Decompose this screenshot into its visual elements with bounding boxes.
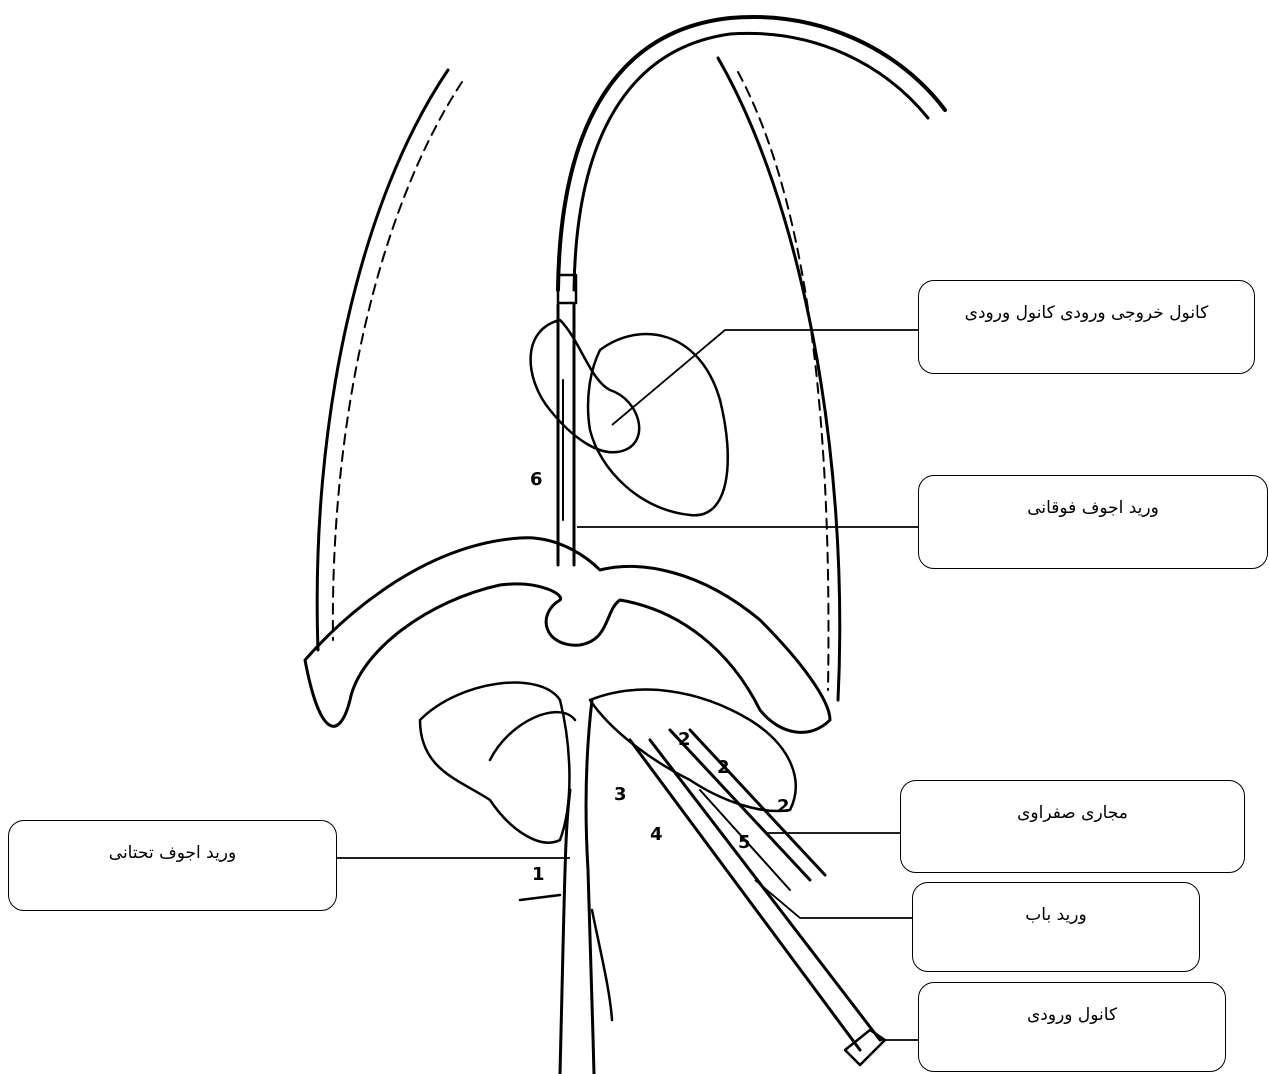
leader-cannula	[612, 330, 918, 425]
diagram-number-6: 6	[530, 469, 543, 490]
label-cannula-out-in-text: کانول خروجی ورودی کانول ورودی	[965, 303, 1209, 323]
diagram-number-3: 3	[614, 784, 627, 805]
heart-ventricle	[588, 334, 728, 515]
label-portal-vein: ورید باب	[912, 882, 1200, 972]
inlet-cannula-tube	[630, 740, 860, 1050]
label-biliary-ducts: مجاری صفراوی	[900, 780, 1245, 873]
label-inlet-cannula-text: کانول ورودی	[1027, 1005, 1117, 1025]
arched-cannula-tube	[558, 17, 945, 290]
diagram-number-1: 1	[532, 864, 545, 885]
diagram-number-2b: 2	[717, 757, 730, 778]
label-cannula-out-in: کانول خروجی ورودی کانول ورودی	[918, 280, 1255, 374]
chest-wall-right-dashed	[738, 72, 828, 690]
diagram-number-5: 5	[738, 832, 751, 853]
diagram-number-2a: 2	[678, 729, 691, 750]
heart-atrium	[531, 320, 640, 452]
label-inlet-cannula: کانول ورودی	[918, 982, 1226, 1072]
diagram-number-2c: 2	[777, 796, 790, 817]
liver-lobe-right	[420, 683, 569, 843]
label-biliary-ducts-text: مجاری صفراوی	[1017, 803, 1128, 823]
label-inferior-vena-cava-text: ورید اجوف تحتانی	[109, 843, 236, 863]
leader-portal	[755, 880, 912, 918]
label-portal-vein-text: ورید باب	[1025, 905, 1086, 925]
label-superior-vena-cava: ورید اجوف فوقانی	[918, 475, 1268, 569]
label-superior-vena-cava-text: ورید اجوف فوقانی	[1027, 498, 1159, 518]
label-inferior-vena-cava: ورید اجوف تحتانی	[8, 820, 337, 911]
liver-lobe-inner	[490, 712, 575, 760]
diagram-number-4: 4	[650, 824, 663, 845]
diaphragm	[305, 538, 830, 733]
